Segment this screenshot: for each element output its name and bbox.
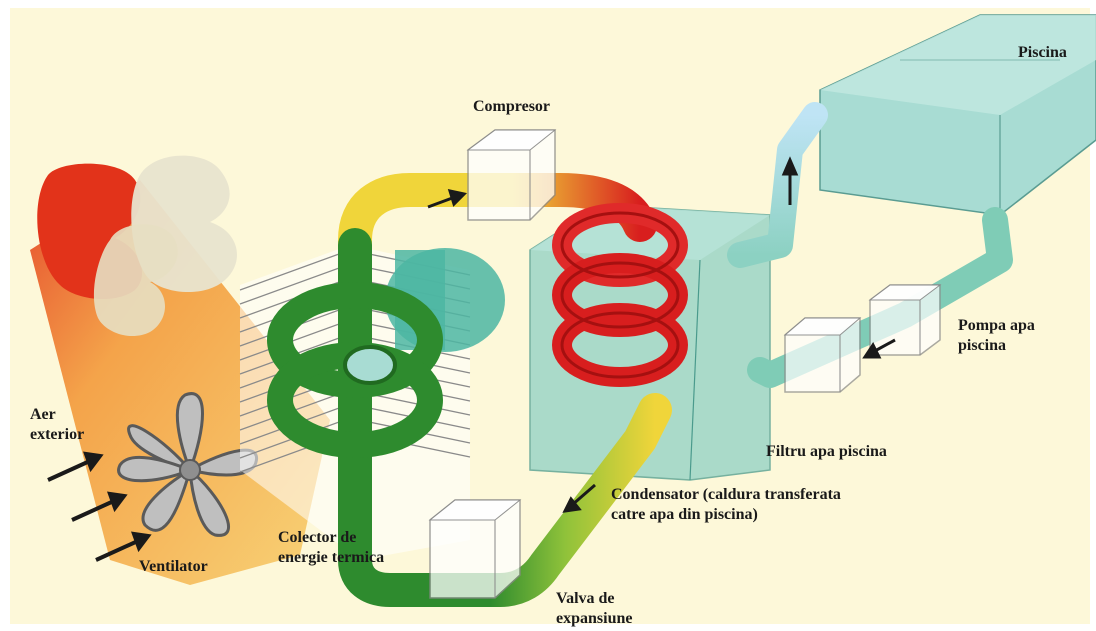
pompa-label: Pompa apa piscina <box>958 317 1035 354</box>
pump-box <box>868 284 942 356</box>
filtru-label: Filtru apa piscina <box>766 443 887 460</box>
pool-box <box>819 14 1096 216</box>
evaporator-coil <box>267 282 443 458</box>
piscina-label: Piscina <box>1018 44 1067 61</box>
condensator-label: Condensator (caldura transferata catre a… <box>611 486 841 523</box>
aer-label: Aer exterior <box>30 406 85 443</box>
condenser-coil <box>552 203 688 387</box>
ventilator-label: Ventilator <box>139 558 208 575</box>
air-stream <box>30 155 330 585</box>
flow-arrow-icon <box>427 156 896 513</box>
valva-label: Valva de expansiune <box>556 590 633 627</box>
colector-label: Colector de energie termica <box>278 529 385 566</box>
expansion-valve-box <box>428 499 522 599</box>
filter-box <box>783 317 862 393</box>
fan-icon <box>117 392 259 537</box>
air-inflow-arrows <box>47 451 152 562</box>
compressor-box <box>466 129 557 221</box>
compresor-label: Compresor <box>473 98 551 115</box>
